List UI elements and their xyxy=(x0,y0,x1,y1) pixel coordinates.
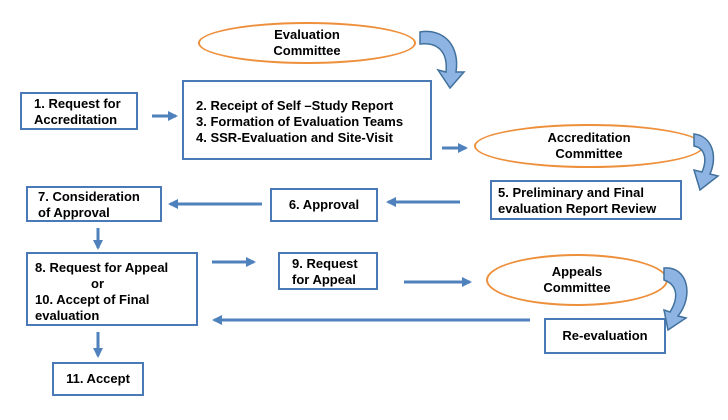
step-6-label: 6. Approval xyxy=(288,197,360,212)
curved-arrow-accreditation xyxy=(692,133,720,192)
step-4-label: 4. SSR-Evaluation and Site-Visit xyxy=(196,130,393,145)
step-2-label: 2. Receipt of Self –Study Report xyxy=(196,98,394,113)
steps-2-4-box: 2. Receipt of Self –Study Report 3. Form… xyxy=(182,80,432,160)
step-10-line2: evaluation xyxy=(35,308,100,323)
or-label: or xyxy=(91,276,104,291)
evaluation-committee-line2: Committee xyxy=(273,43,341,58)
step-9-request-appeal: 9. Request for Appeal xyxy=(278,252,378,290)
step-7-line1: 7. Consideration xyxy=(38,189,140,204)
step-10-line1: 10. Accept of Final xyxy=(35,292,150,307)
step-8-label: 8. Request for Appeal xyxy=(35,260,169,275)
step-1-line1: 1. Request for xyxy=(34,96,121,111)
step-1-request-accreditation: 1. Request for Accreditation xyxy=(20,92,138,130)
step-11-accept: 11. Accept xyxy=(52,362,144,396)
curved-arrow-appeals xyxy=(663,267,688,332)
step-9-line2: for Appeal xyxy=(292,272,356,287)
step-7-line2: of Approval xyxy=(38,205,110,220)
reevaluation-label: Re-evaluation xyxy=(562,328,648,343)
steps-8-10-box: 8. Request for Appeal or 10. Accept of F… xyxy=(26,252,198,326)
step-6-approval: 6. Approval xyxy=(270,188,378,222)
step-1-line2: Accreditation xyxy=(34,112,118,127)
curved-arrow-evaluation xyxy=(419,30,466,90)
step-5-line1: 5. Preliminary and Final xyxy=(498,185,644,200)
step-5-report-review: 5. Preliminary and Final evaluation Repo… xyxy=(490,180,682,220)
step-9-line1: 9. Request xyxy=(292,256,358,271)
step-5-line2: evaluation Report Review xyxy=(498,201,657,216)
reevaluation-box: Re-evaluation xyxy=(544,318,666,354)
appeals-committee-line1: Appeals xyxy=(551,264,603,279)
appeals-committee-line2: Committee xyxy=(543,280,611,295)
appeals-committee-oval: Appeals Committee xyxy=(486,254,668,306)
step-3-label: 3. Formation of Evaluation Teams xyxy=(196,114,404,129)
accreditation-committee-line1: Accreditation xyxy=(547,130,631,145)
evaluation-committee-oval: Evaluation Committee xyxy=(198,22,416,64)
accreditation-committee-line2: Committee xyxy=(555,146,623,161)
step-7-consideration: 7. Consideration of Approval xyxy=(26,186,162,222)
step-11-label: 11. Accept xyxy=(66,371,130,386)
evaluation-committee-line1: Evaluation xyxy=(274,27,340,42)
